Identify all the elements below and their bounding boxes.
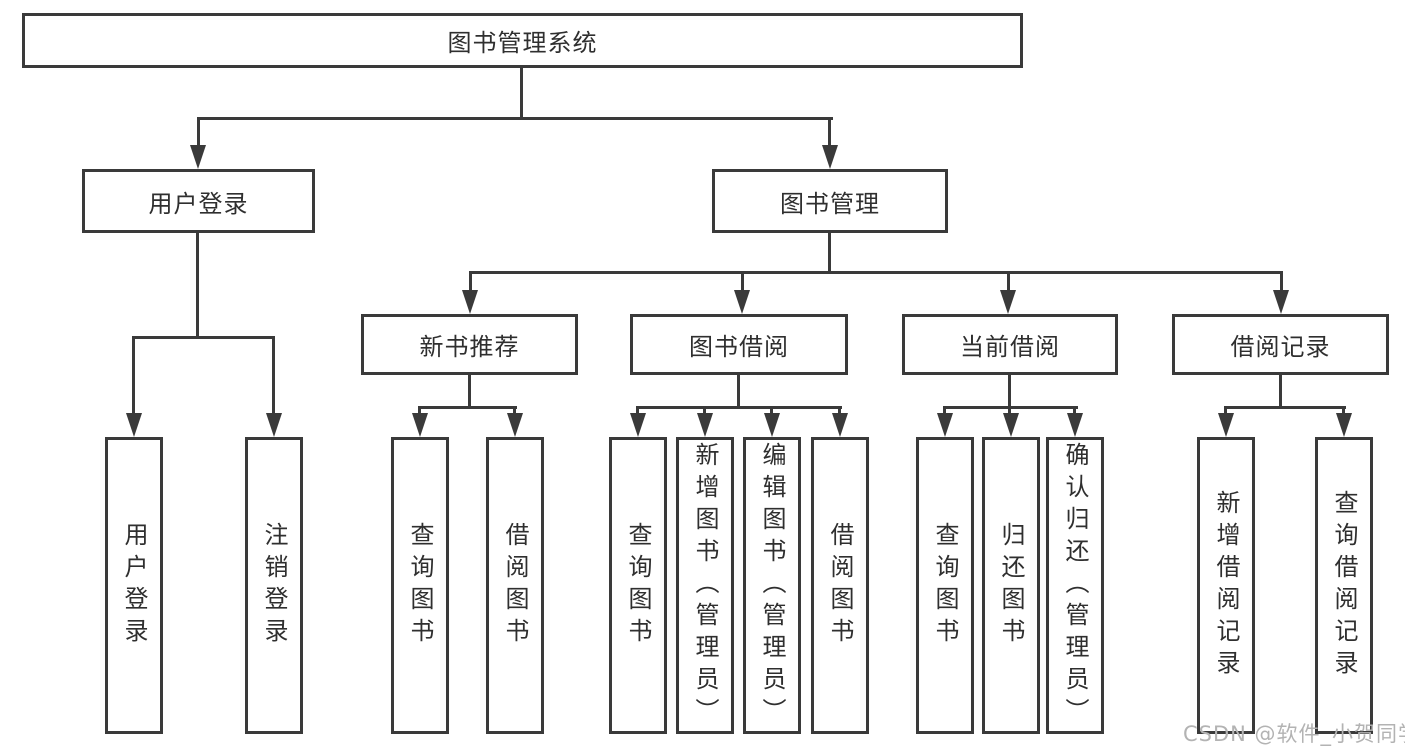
arrow-down-icon [462,290,478,314]
connector-cb-stem [1008,375,1011,406]
connector-mgmt-split [469,271,1283,274]
connector-newbook-drop [469,271,472,293]
leaf-bb-borrow-books: 借阅图书 [811,437,869,734]
arrow-down-icon [1336,413,1352,437]
connector-cb-leaf2-drop [1008,406,1011,418]
leaf-bb-add-books: 新增图书（管理员） [676,437,734,734]
connector-login-split [132,336,275,339]
node-book-borrowing-label: 图书借阅 [689,333,789,361]
node-book-management: 图书管理 [712,169,948,233]
connector-br-leaf2-drop [1342,406,1345,418]
node-root-system: 图书管理系统 [22,13,1023,68]
connector-nbr-stem [468,375,471,406]
connector-nbr-leaf2-drop [513,406,516,418]
node-new-book-recommend: 新书推荐 [361,314,578,375]
arrow-down-icon [1218,413,1234,437]
connector-br-split [1224,406,1346,409]
node-book-borrowing: 图书借阅 [630,314,848,375]
connector-bb-leaf1-drop [636,406,639,418]
connector-bb-leaf3-drop [770,406,773,418]
arrow-down-icon [1003,413,1019,437]
arrow-down-icon [1273,290,1289,314]
leaf-nbr-query-books: 查询图书 [391,437,449,734]
connector-book-mgmt-drop [828,117,831,149]
leaf-nbr-borrow-books: 借阅图书 [486,437,544,734]
connector-borrowing-drop [741,271,744,293]
node-root-label: 图书管理系统 [447,29,598,57]
connector-mgmt-stem [828,233,831,271]
arrow-down-icon [832,413,848,437]
connector-login-leaf2-drop [272,336,275,416]
leaf-bb-query-books-label: 查询图书 [624,521,652,650]
node-user-login-branch: 用户登录 [82,169,315,233]
arrow-down-icon [1067,413,1083,437]
arrow-down-icon [190,145,206,169]
node-new-book-recommend-label: 新书推荐 [419,333,520,361]
arrow-down-icon [822,145,838,169]
connector-nbr-leaf1-drop [418,406,421,418]
csdn-watermark: CSDN @软件_小贺同学 [1183,722,1405,746]
connector-login-leaf1-drop [132,336,135,416]
arrow-down-icon [266,413,282,437]
connector-cb-leaf1-drop [943,406,946,418]
connector-user-login-drop [197,117,200,149]
leaf-bb-add-books-label: 新增图书（管理员） [691,441,719,730]
arrow-down-icon [734,290,750,314]
node-current-borrowing: 当前借阅 [902,314,1118,375]
arrow-down-icon [764,413,780,437]
connector-bb-stem [737,375,740,406]
leaf-bb-borrow-books-label: 借阅图书 [826,521,854,650]
leaf-cb-confirm-return: 确认归还（管理员） [1046,437,1104,734]
connector-current-drop [1007,271,1010,293]
connector-root-split [197,117,833,120]
arrow-down-icon [937,413,953,437]
leaf-bb-query-books: 查询图书 [609,437,667,734]
connector-bb-split [636,406,842,409]
leaf-cb-return-books: 归还图书 [982,437,1040,734]
arrow-down-icon [630,413,646,437]
arrow-down-icon [1000,290,1016,314]
leaf-bb-edit-books: 编辑图书（管理员） [743,437,801,734]
arrow-down-icon [697,413,713,437]
leaf-nbr-borrow-books-label: 借阅图书 [501,521,529,650]
leaf-cb-query-books: 查询图书 [916,437,974,734]
leaf-cb-return-books-label: 归还图书 [997,521,1025,650]
leaf-bb-edit-books-label: 编辑图书（管理员） [758,441,786,730]
connector-bb-leaf2-drop [703,406,706,418]
leaf-logout: 注销登录 [245,437,303,734]
leaf-br-query-record: 查询借阅记录 [1315,437,1373,734]
connector-br-stem [1279,375,1282,406]
node-current-borrowing-label: 当前借阅 [960,333,1060,361]
leaf-br-add-record-label: 新增借阅记录 [1212,489,1240,682]
leaf-nbr-query-books-label: 查询图书 [406,521,434,650]
node-book-management-label: 图书管理 [780,189,880,218]
leaf-br-add-record: 新增借阅记录 [1197,437,1255,734]
connector-login-stem [196,233,199,336]
leaf-cb-query-books-label: 查询图书 [931,521,959,650]
leaf-user-login-label: 用户登录 [120,521,148,650]
connector-root-stem [520,68,523,117]
node-borrowing-records-label: 借阅记录 [1230,333,1331,361]
arrow-down-icon [412,413,428,437]
leaf-user-login: 用户登录 [105,437,163,734]
connector-bb-leaf4-drop [838,406,841,418]
node-user-login-branch-label: 用户登录 [148,189,249,218]
connector-cb-leaf3-drop [1073,406,1076,418]
arrow-down-icon [126,413,142,437]
connector-br-leaf1-drop [1224,406,1227,418]
arrow-down-icon [507,413,523,437]
connector-records-drop [1280,271,1283,293]
node-borrowing-records: 借阅记录 [1172,314,1389,375]
leaf-br-query-record-label: 查询借阅记录 [1330,489,1358,682]
leaf-cb-confirm-return-label: 确认归还（管理员） [1061,441,1089,730]
connector-nbr-split [418,406,517,409]
leaf-logout-label: 注销登录 [260,521,288,650]
